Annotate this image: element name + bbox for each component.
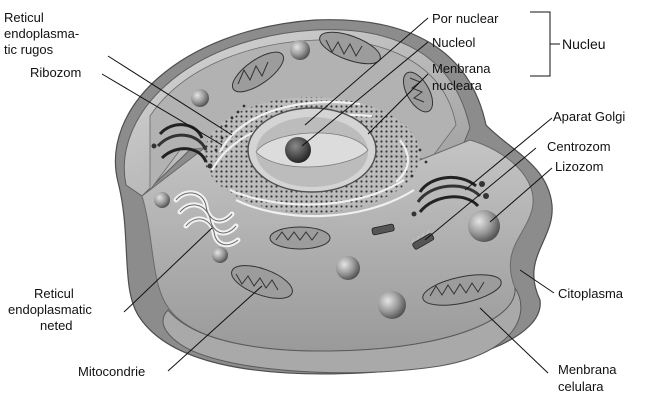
nucleu-bracket xyxy=(530,12,560,76)
label-reticul-rugos: Reticul endoplasma- tic rugos xyxy=(4,10,83,57)
label-lizozom: Lizozom xyxy=(555,159,603,174)
label-nucleol: Nucleol xyxy=(432,35,475,50)
lysosome xyxy=(154,192,170,208)
label-citoplasma: Citoplasma xyxy=(558,286,624,301)
lysosome xyxy=(290,40,310,60)
lysosome xyxy=(468,210,500,242)
lysosome xyxy=(378,291,406,319)
label-reticul-neted: Reticul endoplasmatic neted xyxy=(8,286,95,333)
label-membrana-celulara: Menbrana celulara xyxy=(558,362,620,394)
label-ribozom: Ribozom xyxy=(30,65,81,80)
mitochondrion xyxy=(270,227,330,249)
label-nucleu: Nucleu xyxy=(562,36,606,52)
lysosome xyxy=(212,247,228,263)
lysosome xyxy=(191,89,209,107)
label-centrozom: Centrozom xyxy=(547,139,611,154)
lysosome xyxy=(336,256,360,280)
label-mitocondrie: Mitocondrie xyxy=(78,364,145,379)
label-aparat-golgi: Aparat Golgi xyxy=(553,109,625,124)
nucleolus-shading xyxy=(285,137,311,163)
label-por-nuclear: Por nuclear xyxy=(432,11,499,26)
